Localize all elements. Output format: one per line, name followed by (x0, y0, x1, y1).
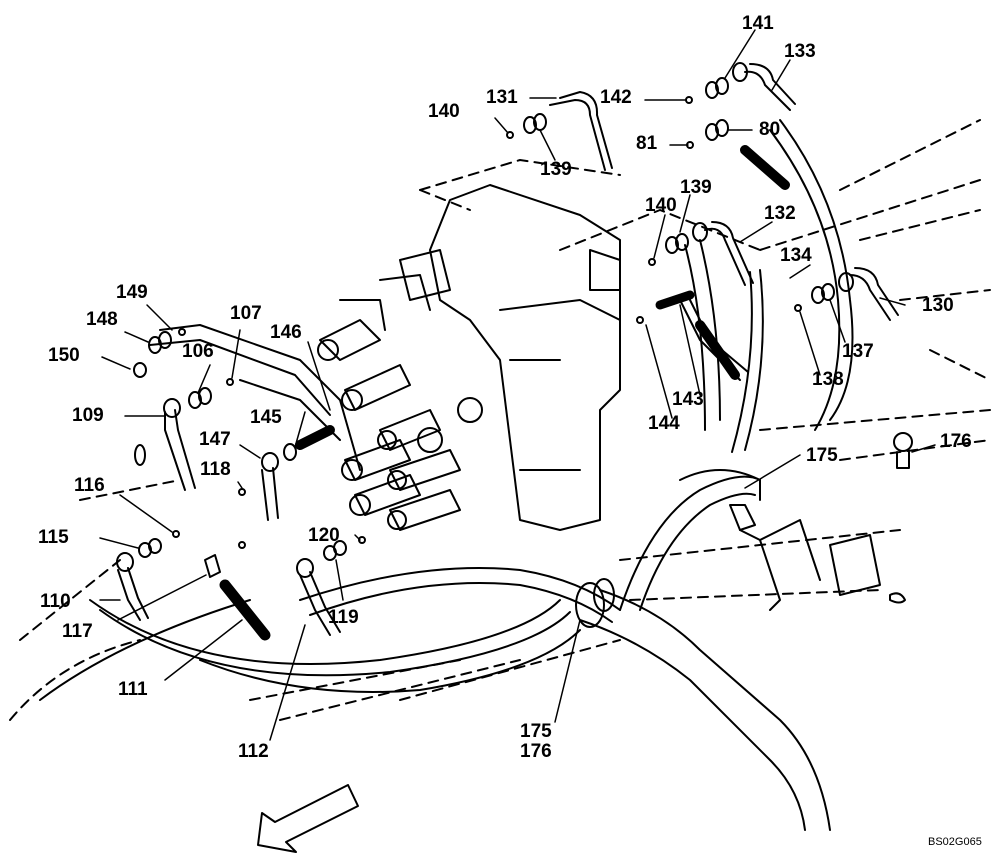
callout-117: 117 (62, 621, 93, 642)
callout-175: 175 (520, 721, 552, 742)
callout-120: 120 (308, 525, 340, 546)
callout-139: 139 (680, 177, 712, 198)
callout-139: 139 (540, 159, 572, 180)
callout-115: 115 (38, 527, 69, 548)
leader-lines (99, 29, 936, 741)
callout-143: 143 (672, 389, 704, 410)
callout-144: 144 (648, 413, 680, 434)
callout-111: 111 (118, 679, 148, 700)
callout-147: 147 (199, 429, 231, 450)
large-hose (575, 469, 906, 831)
callout-137: 137 (842, 341, 874, 362)
callout-150: 150 (48, 345, 80, 366)
callout-119: 119 (328, 607, 359, 628)
callout-110: 110 (40, 591, 71, 612)
callout-81: 81 (636, 133, 658, 154)
callout-130: 130 (922, 295, 954, 316)
upper-hoses (549, 63, 899, 453)
bolt-176 (893, 432, 913, 469)
valve-spool-caps (317, 319, 483, 531)
callout-109: 109 (72, 405, 104, 426)
callout-112: 112 (238, 741, 269, 762)
callout-146: 146 (270, 322, 302, 343)
callout-80: 80 (759, 119, 781, 140)
callout-140: 140 (428, 101, 460, 122)
callout-148: 148 (86, 309, 118, 330)
callout-107: 107 (230, 303, 262, 324)
callout-142: 142 (600, 87, 632, 108)
fittings (506, 62, 854, 380)
callout-175: 175 (806, 445, 838, 466)
callout-145: 145 (250, 407, 282, 428)
front-direction-arrow-icon (257, 784, 359, 853)
callout-133: 133 (784, 41, 816, 62)
hose-bundle (39, 567, 621, 701)
callout-141: 141 (742, 13, 774, 34)
callout-118: 118 (200, 459, 231, 480)
callout-140: 140 (645, 195, 677, 216)
callout-176: 176 (940, 431, 972, 452)
callout-106: 106 (182, 341, 214, 362)
control-valve-body (339, 184, 621, 531)
callout-132: 132 (764, 203, 796, 224)
callout-134: 134 (780, 245, 812, 266)
callout-116: 116 (74, 475, 105, 496)
callout-131: 131 (486, 87, 518, 108)
callout-149: 149 (116, 282, 148, 303)
callout-176: 176 (520, 741, 552, 762)
callout-175-176: 175 176 (520, 722, 552, 762)
left-hoses (116, 324, 366, 641)
frame-outline-dashed (9, 119, 991, 721)
figure-id: BS02G065 (928, 836, 982, 848)
callout-138: 138 (812, 369, 844, 390)
